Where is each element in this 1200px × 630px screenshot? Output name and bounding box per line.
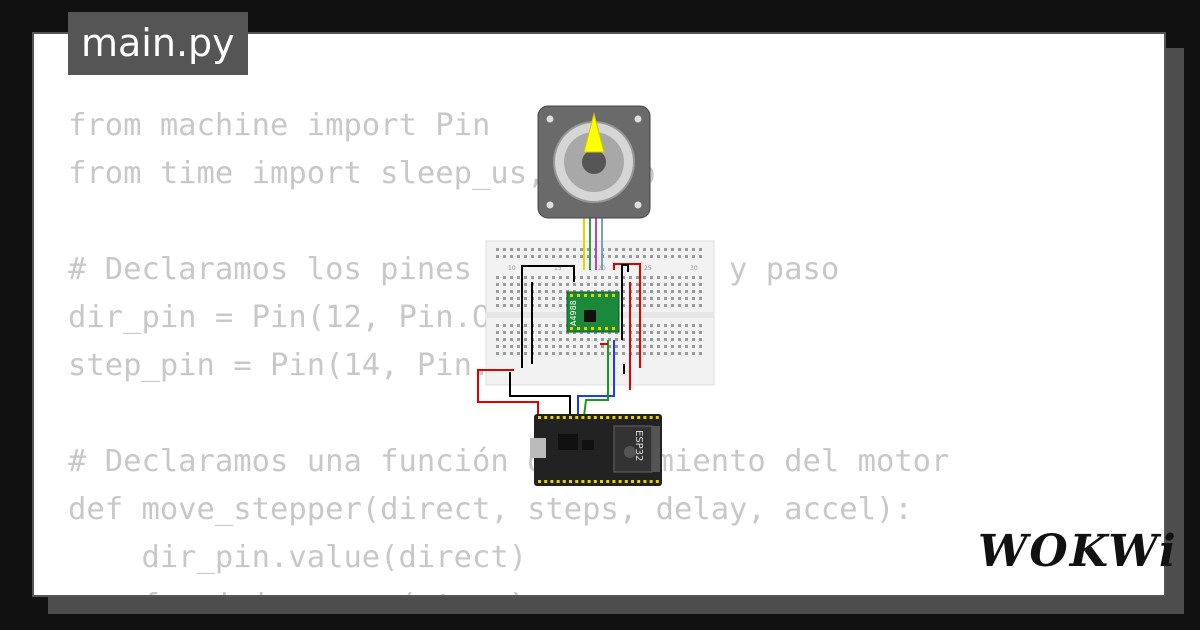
motor-pointer [583,112,605,153]
code-line: # Declaramos una función de movimiento d… [68,444,950,479]
breadboard-label-30: 30 [690,265,698,272]
breadboard-label-15: 15 [554,265,562,272]
code-line: def move_stepper(direct, steps, delay, a… [68,492,913,527]
code-line: for i in range(steps): [68,582,949,595]
circuit-diagram[interactable]: 10 15 20 25 30 [474,100,724,496]
breadboard-label-25: 25 [644,265,652,272]
motor-leads [583,216,603,270]
stepper-motor[interactable] [537,105,651,219]
code-line: from machine import Pin [68,108,491,143]
breadboard-label-10: 10 [508,265,516,272]
board-label: ESP32 [633,430,644,461]
file-tab[interactable]: main.py [68,12,248,75]
a4988-driver[interactable]: A4988 [566,291,620,333]
driver-label: A4988 [569,300,578,326]
code-line: dir_pin = Pin(12, Pin.OUT) [68,300,546,335]
esp32-board[interactable]: ESP32 [530,414,662,486]
code-line: dir_pin.value(direct) [68,540,528,575]
wokwi-logo: WOKWi [978,526,1178,577]
circuit-svg: 10 15 20 25 30 [477,105,715,486]
wires [477,263,641,417]
